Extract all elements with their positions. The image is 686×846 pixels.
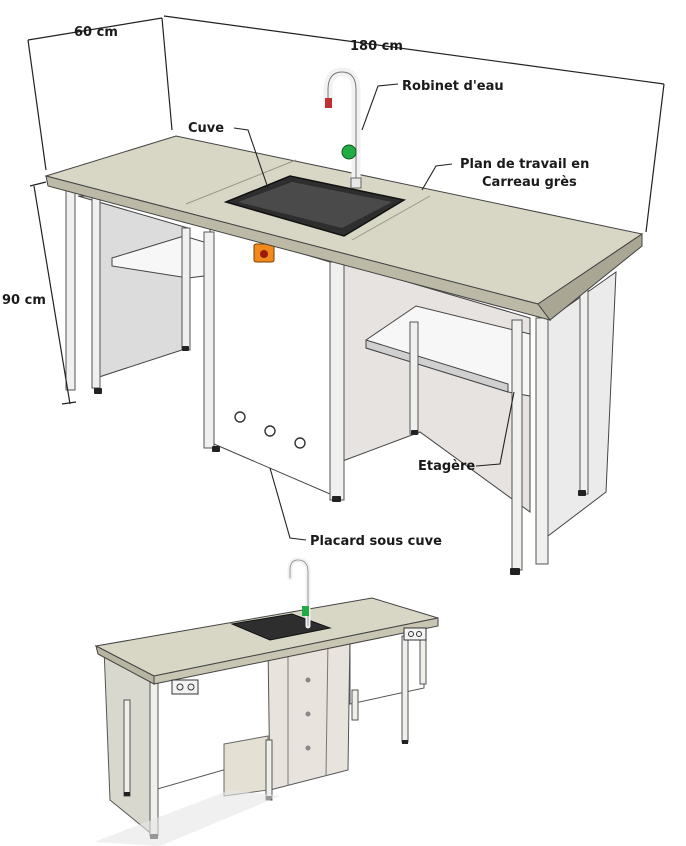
cabinet-hole-3	[294, 437, 306, 449]
depth-dimension-label: 60 cm	[74, 25, 118, 40]
sink-cabinet-door	[209, 225, 331, 495]
shelf-label: Etagère	[418, 459, 475, 474]
feet	[94, 346, 586, 575]
worktop-side-edge	[537, 233, 643, 321]
worktop-label-line1: Plan de travail en	[460, 157, 589, 172]
cabinet-label: Placard sous cuve	[310, 534, 442, 549]
main-unit-drawing	[44, 67, 644, 575]
callout-leaders	[233, 83, 515, 541]
height-dimension-label: 90 cm	[2, 293, 46, 308]
width-dimension-label: 180 cm	[350, 39, 403, 54]
sink-label: Cuve	[188, 121, 224, 136]
faucet	[323, 67, 362, 189]
worktop-label-line2: Carreau grès	[482, 175, 577, 190]
cabinet-hole-2	[264, 425, 276, 437]
dimension-lines	[27, 15, 665, 405]
render-outlets	[171, 627, 427, 695]
faucet-label: Robinet d'eau	[402, 79, 504, 94]
perspective-render	[94, 557, 439, 846]
cabinet-hole-1	[234, 411, 246, 423]
